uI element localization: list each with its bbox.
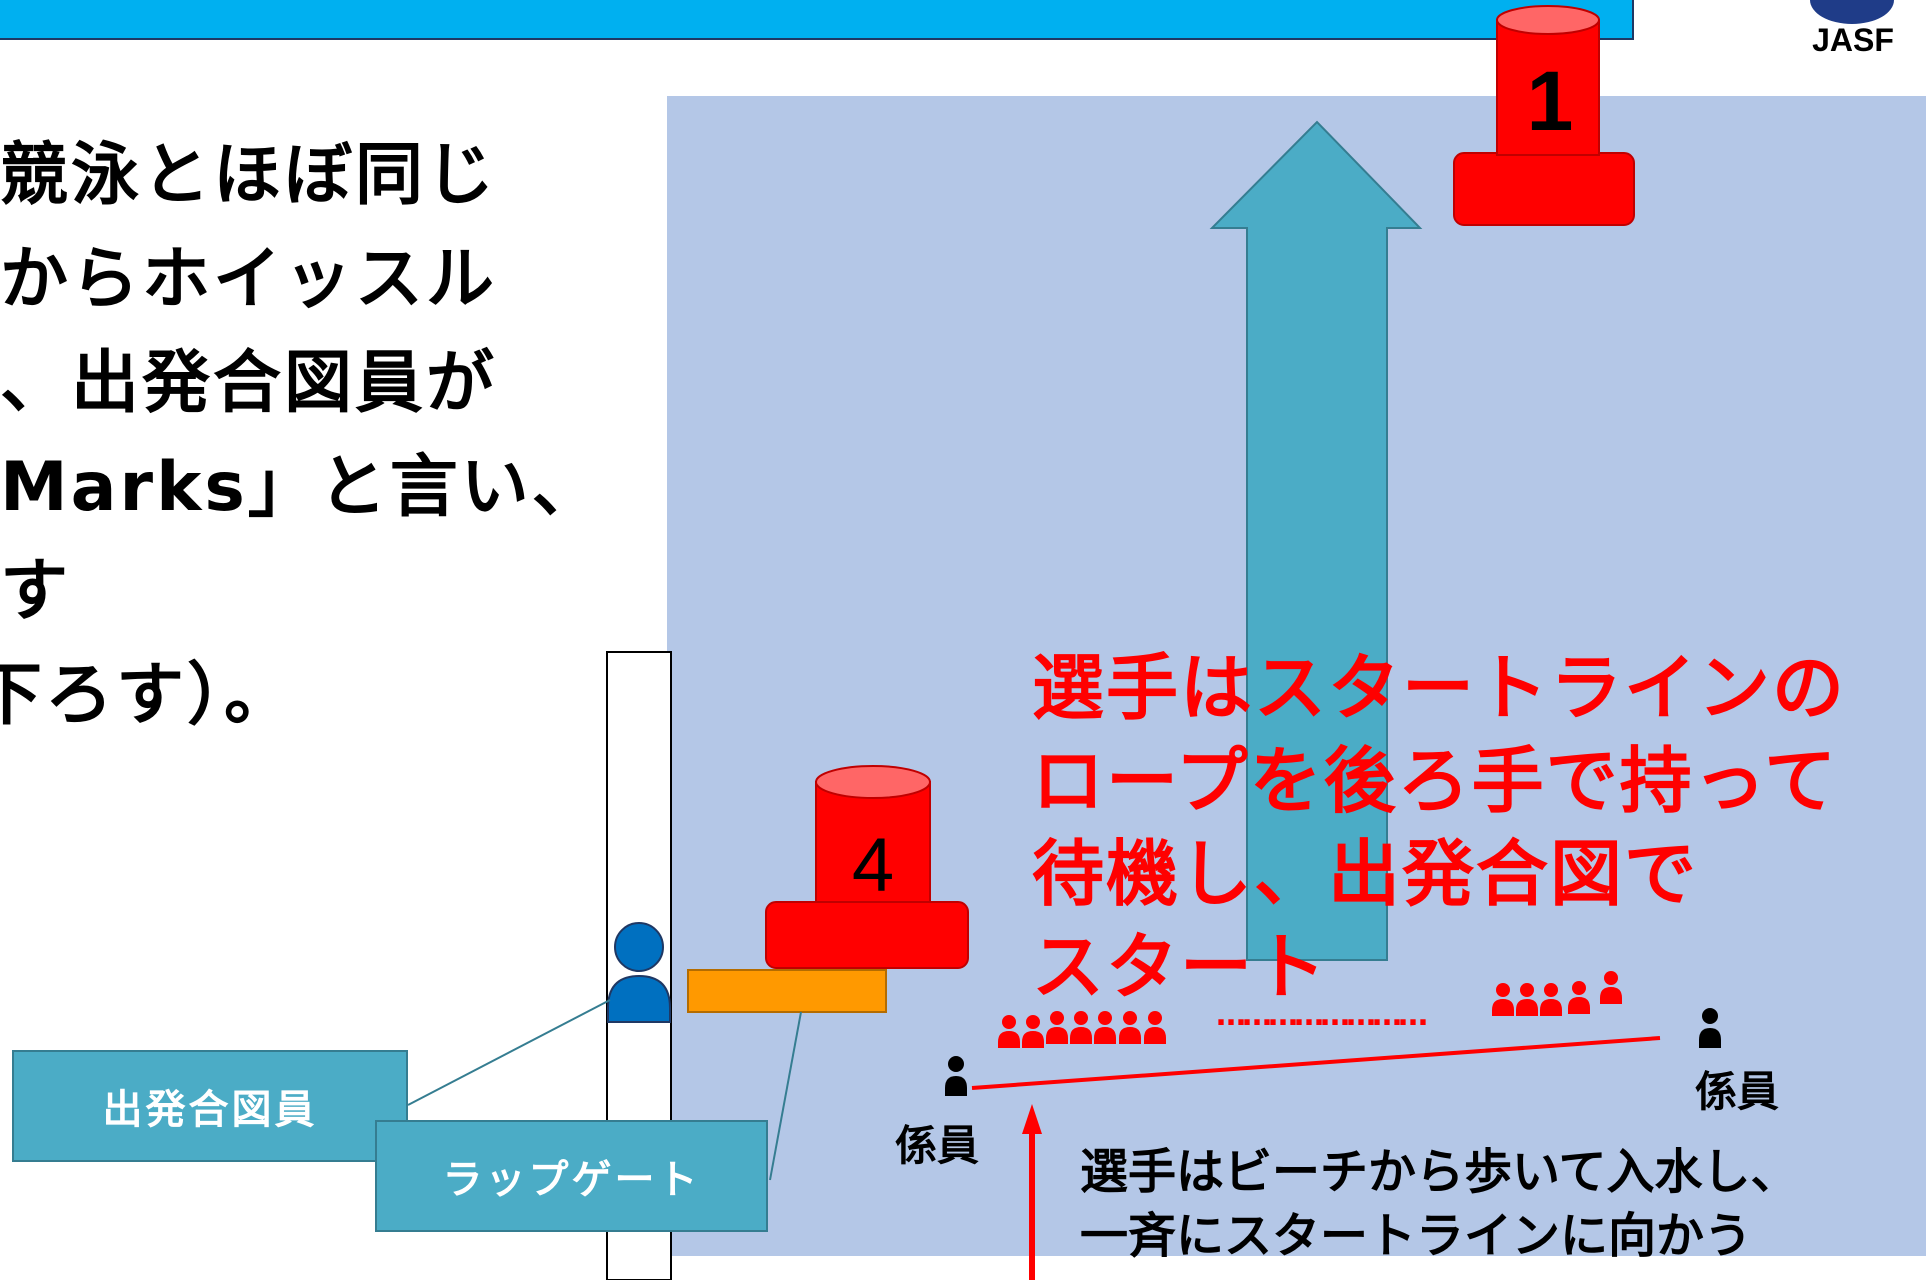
swimmer-icon [1540, 983, 1562, 1016]
rule-text-line-6: 下ろす）。 [0, 656, 296, 735]
swimmer-icon [998, 1015, 1020, 1048]
buoy-4-icon [765, 765, 969, 969]
entry-arrow-icon [1022, 1104, 1042, 1280]
red-note-line-3: 待機し、出発合図で [1032, 832, 1699, 916]
rule-text-line-2: からホイッスル [0, 240, 498, 319]
swimmer-icon [1022, 1015, 1044, 1048]
black-note-line-2: 一斉にスタートラインに向かう [1080, 1208, 1753, 1264]
red-note-line-4: スタート [1032, 925, 1329, 1009]
rule-text-line-1: 競泳とほぼ同じ [0, 136, 498, 215]
swimmer-icon [1492, 983, 1514, 1016]
buoy-1-number: 1 [1526, 54, 1574, 148]
logo-emblem-icon [1810, 0, 1894, 24]
official-left-icon [945, 1056, 967, 1096]
rule-text-line-3: 、出発合図員が [0, 344, 498, 423]
rule-text-line-4: Marks」と言い、 [0, 448, 603, 527]
official-right-icon [1699, 1008, 1721, 1048]
lap-gate-label: ラップゲート [442, 1157, 701, 1203]
swimmer-icon [1070, 1011, 1092, 1044]
swimmer-icon [1046, 1011, 1068, 1044]
swim-direction-arrow-icon [1209, 120, 1423, 961]
starter-label-box: 出発合図員 [12, 1050, 408, 1162]
red-note-line-2: ロープを後ろ手で持って [1032, 739, 1839, 823]
starter-person-icon [607, 922, 671, 1023]
title-bar [0, 0, 1634, 40]
buoy-1-icon [1453, 5, 1635, 226]
swimmer-icon [1094, 1011, 1116, 1044]
black-note-line-1: 選手はビーチから歩いて入水し、 [1080, 1144, 1799, 1200]
swimmer-icon [1119, 1011, 1141, 1044]
swimmer-icon [1144, 1011, 1166, 1044]
swimmer-icon [1516, 983, 1538, 1016]
official-right-label: 係員 [1695, 1067, 1780, 1116]
swimmer-gap-dots: …………………… [1216, 998, 1428, 1033]
jasf-logo: JASF [1790, 0, 1920, 66]
swimmer-icon [1568, 981, 1590, 1014]
gate-platform [687, 969, 887, 1013]
start-line-rope [971, 1036, 1661, 1090]
starter-label: 出発合図員 [102, 1087, 318, 1133]
lap-gate-label-box: ラップゲート [375, 1120, 768, 1232]
buoy-4-number: 4 [851, 823, 895, 908]
logo-text: JASF [1812, 22, 1894, 58]
rule-text-line-5: す [0, 552, 72, 631]
swimmers-right-group [1492, 971, 1622, 1016]
official-left-label: 係員 [895, 1121, 980, 1170]
swimmer-icon [1600, 971, 1622, 1004]
red-note-line-1: 選手はスタートラインの [1032, 646, 1847, 730]
swimmers-left-group [998, 1011, 1166, 1048]
